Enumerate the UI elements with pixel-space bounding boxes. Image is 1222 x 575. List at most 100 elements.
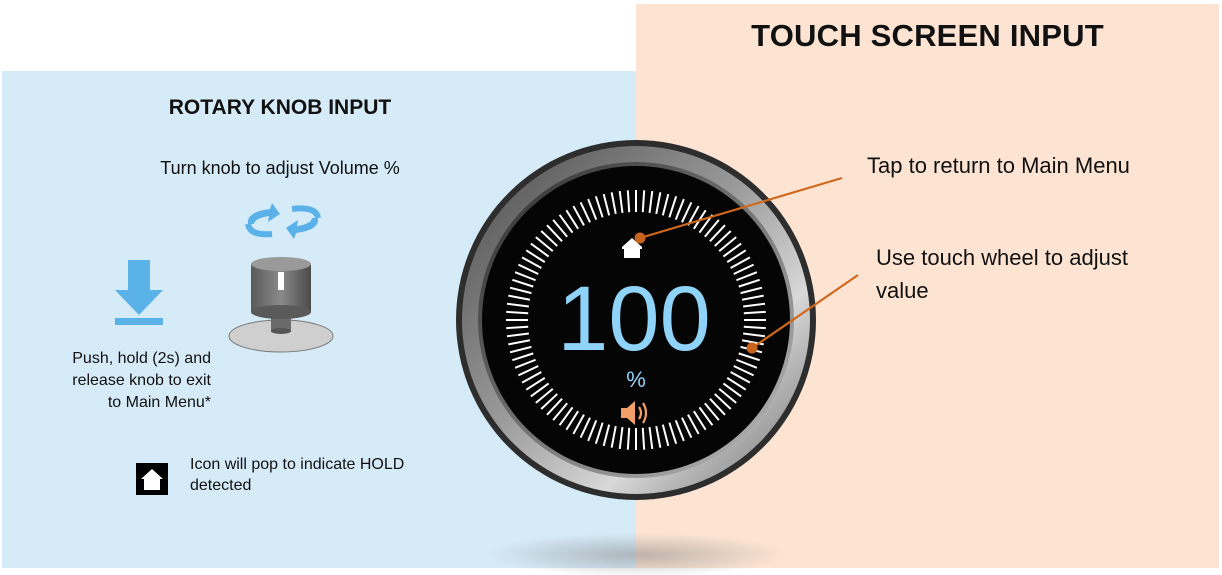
wheel-tick <box>668 422 678 444</box>
wheel-tick <box>738 278 760 288</box>
wheel-tick <box>535 388 554 404</box>
wheel-tick <box>594 422 604 444</box>
wheel-tick <box>743 310 766 315</box>
wheel-tick <box>506 310 529 315</box>
wheel-tick <box>730 256 751 269</box>
wheel-tick <box>610 425 617 448</box>
wheel-tick <box>552 402 568 421</box>
wheel-tick <box>738 352 760 362</box>
volume-dial[interactable]: 100 % <box>456 140 816 500</box>
wheel-tick <box>668 196 678 218</box>
speaker-icon <box>621 401 648 425</box>
wheel-tick <box>517 365 539 377</box>
wheel-tick <box>648 190 654 213</box>
wheel-tick <box>733 365 755 377</box>
wheel-tick <box>736 271 758 282</box>
callout-wheel <box>746 274 859 354</box>
down-arrow-icon <box>115 260 163 325</box>
dial-face <box>482 166 790 474</box>
wheel-tick <box>602 424 611 447</box>
push-line: to Main Menu* <box>107 394 211 411</box>
wheel-tick <box>709 398 726 416</box>
wheel-tick <box>674 198 685 220</box>
wheel-tick <box>521 256 542 269</box>
wheel-tick <box>718 388 737 404</box>
wheel-tick <box>743 302 766 308</box>
wheel-tick <box>704 219 720 238</box>
wheel-tick <box>530 382 550 398</box>
wheel-tick <box>579 201 591 223</box>
wheel-tick <box>736 358 758 369</box>
wheel-tick <box>693 410 707 431</box>
wheel-tick <box>572 205 585 226</box>
wheel-tick <box>681 417 693 439</box>
wheel-tick <box>565 209 579 230</box>
wheel-tick <box>733 263 755 275</box>
wheel-tick <box>530 242 550 258</box>
rotate-arrows-icon <box>245 203 321 239</box>
wheel-tick <box>572 414 585 435</box>
dial-shadow <box>486 533 786 575</box>
wheel-instruction: Use touch wheel to adjust value <box>876 245 1128 303</box>
wheel-tick <box>610 192 617 215</box>
wheel-tick <box>743 325 766 330</box>
wheel-tick <box>641 190 646 213</box>
knob-icon <box>228 257 334 353</box>
wheel-tick <box>546 224 563 242</box>
rotary-knob-title: ROTARY KNOB INPUT <box>168 96 392 119</box>
wheel-tick <box>681 201 693 223</box>
wheel-tick <box>698 406 714 426</box>
wheel-tick <box>506 332 529 338</box>
wheel-tick <box>661 193 670 216</box>
turn-instruction: Turn knob to adjust Volume % <box>160 158 400 178</box>
wheel-tick <box>521 371 542 384</box>
wheel-tick <box>714 393 732 410</box>
dial-value: 100 <box>557 268 711 370</box>
wheel-tick <box>514 271 536 282</box>
wheel-tick <box>626 427 631 450</box>
wheel-tick <box>546 398 563 416</box>
wheel-tick <box>618 427 624 450</box>
touch-wheel-ticks[interactable] <box>506 190 766 450</box>
wheel-tick <box>674 420 685 442</box>
wheel-tick <box>565 410 579 431</box>
wheel-tick <box>718 236 737 252</box>
wheel-tick <box>540 230 558 247</box>
wheel-tick <box>514 358 536 369</box>
wheel-tick <box>525 377 546 391</box>
wheel-tick <box>512 278 534 288</box>
wheel-tick <box>722 242 742 258</box>
wheel-tick <box>558 214 574 234</box>
wheel-tick <box>704 402 720 421</box>
wheel-tick <box>587 198 598 220</box>
push-instruction: Push, hold (2s) and release knob to exit… <box>30 348 211 414</box>
wheel-tick <box>594 196 604 218</box>
wheel-tick <box>626 190 631 213</box>
wheel-tick <box>687 414 700 435</box>
wheel-tick <box>506 325 529 330</box>
wheel-tick <box>714 230 732 247</box>
wheel-tick <box>655 192 662 215</box>
wheel-tick <box>726 249 747 263</box>
wheel-tick <box>506 302 529 308</box>
dial-home-icon[interactable] <box>622 238 642 258</box>
touch-screen-title: TOUCH SCREEN INPUT <box>751 18 1104 53</box>
wheel-tick <box>558 406 574 426</box>
wheel-tick <box>661 424 670 447</box>
push-line: Push, hold (2s) and <box>72 350 211 367</box>
wheel-tick <box>508 294 531 301</box>
wheel-tick <box>525 249 546 263</box>
wheel-tick <box>741 294 764 301</box>
wheel-tick <box>517 263 539 275</box>
dial-unit: % <box>626 367 646 392</box>
wheel-tick <box>509 345 532 354</box>
tap-instruction: Tap to return to Main Menu <box>867 153 1130 178</box>
callout-home <box>634 176 843 244</box>
wheel-tick <box>722 382 742 398</box>
wheel-tick <box>512 352 534 362</box>
wheel-tick <box>618 190 624 213</box>
wheel-tick <box>540 393 558 410</box>
wheel-tick <box>730 371 751 384</box>
wheel-tick <box>535 236 554 252</box>
